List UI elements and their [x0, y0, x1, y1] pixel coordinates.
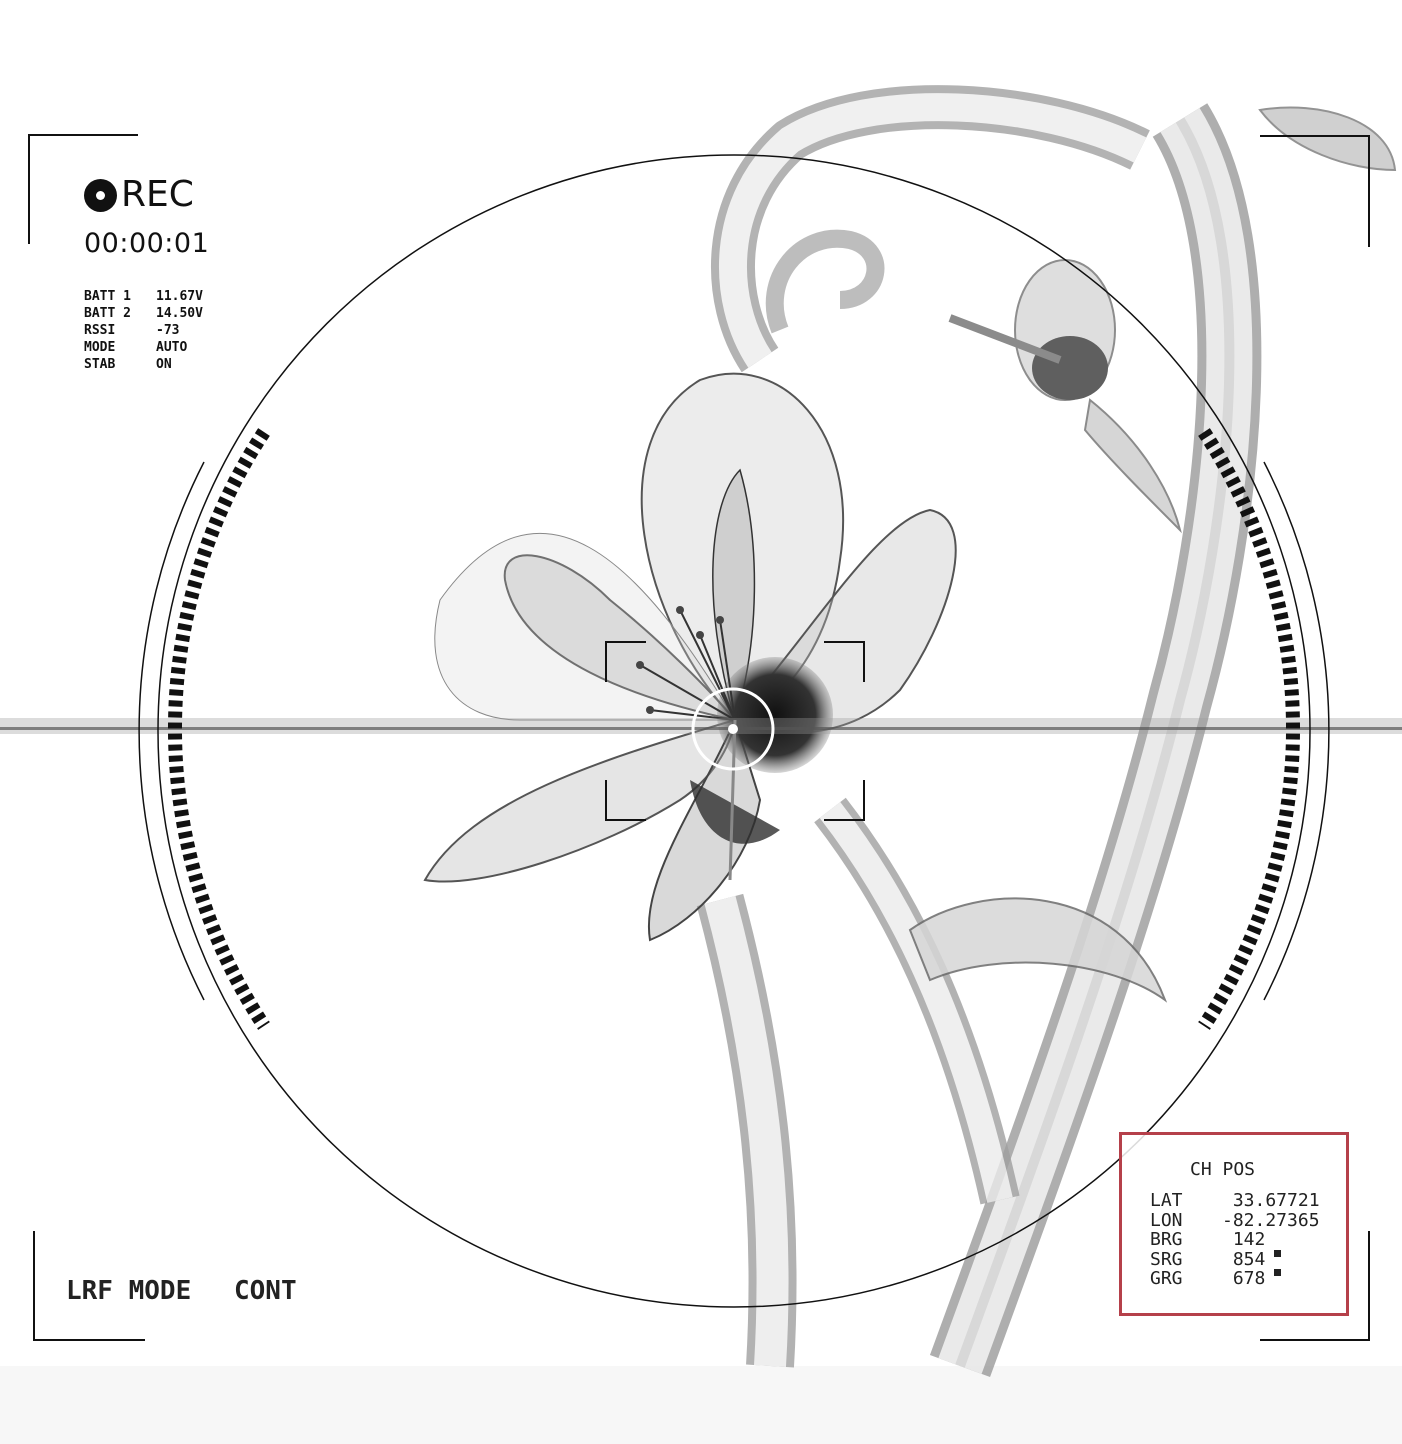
- position-value: 142: [1222, 1229, 1266, 1250]
- position-row-srg: SRG 854: [1150, 1248, 1320, 1270]
- position-row-brg: BRG 142: [1150, 1230, 1320, 1250]
- telemetry-key: MODE: [84, 340, 116, 355]
- record-dot-icon: [84, 178, 117, 212]
- position-row-lon: LON -82.27365: [1150, 1209, 1320, 1231]
- telemetry-readout: BATT 1 11.67V BATT 2 14.50V RSSI -73 MOD…: [84, 288, 203, 373]
- position-key: BRG: [1150, 1229, 1183, 1250]
- position-panel: CH POS LAT 33.67721 LON -82.27365 BRG 14…: [1119, 1132, 1349, 1316]
- frame-corner-bottom-left: [33, 1231, 145, 1341]
- position-panel-title: CH POS: [1190, 1159, 1256, 1180]
- position-key: LAT: [1150, 1190, 1183, 1211]
- position-value: 678: [1222, 1268, 1266, 1289]
- rec-label: REC: [121, 174, 194, 215]
- marker-square-icon: [1274, 1249, 1282, 1257]
- frame-corner-bottom-right: [1260, 1231, 1370, 1341]
- telemetry-row: RSSI -73: [84, 322, 203, 339]
- telemetry-key: STAB: [84, 357, 116, 372]
- outer-arc-left: [138, 461, 205, 1001]
- lrf-mode-value: CONT: [234, 1276, 297, 1306]
- position-key: GRG: [1150, 1268, 1183, 1289]
- scale-arc-left: [168, 428, 270, 1030]
- lrf-mode-label: LRF MODE: [66, 1276, 192, 1306]
- center-dot: [728, 724, 738, 734]
- flower-top-right: [1258, 106, 1397, 172]
- scroll-arc: [711, 85, 1150, 373]
- telemetry-row: STAB ON: [84, 356, 203, 373]
- position-key: LON: [1150, 1209, 1183, 1231]
- telemetry-row: BATT 2 14.50V: [84, 305, 203, 322]
- outer-arc-right: [1263, 461, 1330, 1001]
- leaf-right: [908, 897, 1168, 1003]
- marker-square-icon: [1274, 1269, 1282, 1276]
- telemetry-value: 14.50V: [156, 306, 203, 321]
- telemetry-key: RSSI: [84, 323, 116, 338]
- reticle-ring: [157, 154, 1311, 1308]
- telemetry-key: BATT 2: [84, 306, 131, 321]
- telemetry-value: -73: [156, 323, 180, 338]
- scale-arc-right: [1198, 428, 1300, 1030]
- timecode: 00:00:01: [84, 228, 210, 259]
- telemetry-value: 11.67V: [156, 289, 203, 304]
- position-value: -82.27365: [1222, 1209, 1320, 1231]
- frame-corner-top-right: [1260, 135, 1370, 247]
- telemetry-row: MODE AUTO: [84, 339, 203, 356]
- position-row-lat: LAT 33.67721: [1150, 1191, 1320, 1211]
- telemetry-key: BATT 1: [84, 289, 131, 304]
- telemetry-row: BATT 1 11.67V: [84, 288, 203, 305]
- telemetry-value: AUTO: [156, 340, 188, 355]
- position-rows: LAT 33.67721 LON -82.27365 BRG 142 SRG 8…: [1150, 1191, 1320, 1289]
- position-value: 33.67721: [1222, 1190, 1320, 1211]
- position-row-grg: GRG 678: [1150, 1269, 1320, 1289]
- rec-indicator: REC: [84, 175, 194, 215]
- telemetry-value: ON: [156, 357, 172, 372]
- frame-corner-top-left: [28, 134, 138, 244]
- position-value: 854: [1222, 1248, 1266, 1270]
- stem-right: [929, 103, 1262, 1377]
- bottom-fade: [0, 1366, 1402, 1444]
- focus-brackets: [605, 641, 865, 821]
- position-key: SRG: [1150, 1248, 1183, 1270]
- center-ring: [691, 687, 775, 771]
- lrf-mode-readout: LRF MODE CONT: [66, 1276, 297, 1306]
- main-flower: [423, 372, 957, 942]
